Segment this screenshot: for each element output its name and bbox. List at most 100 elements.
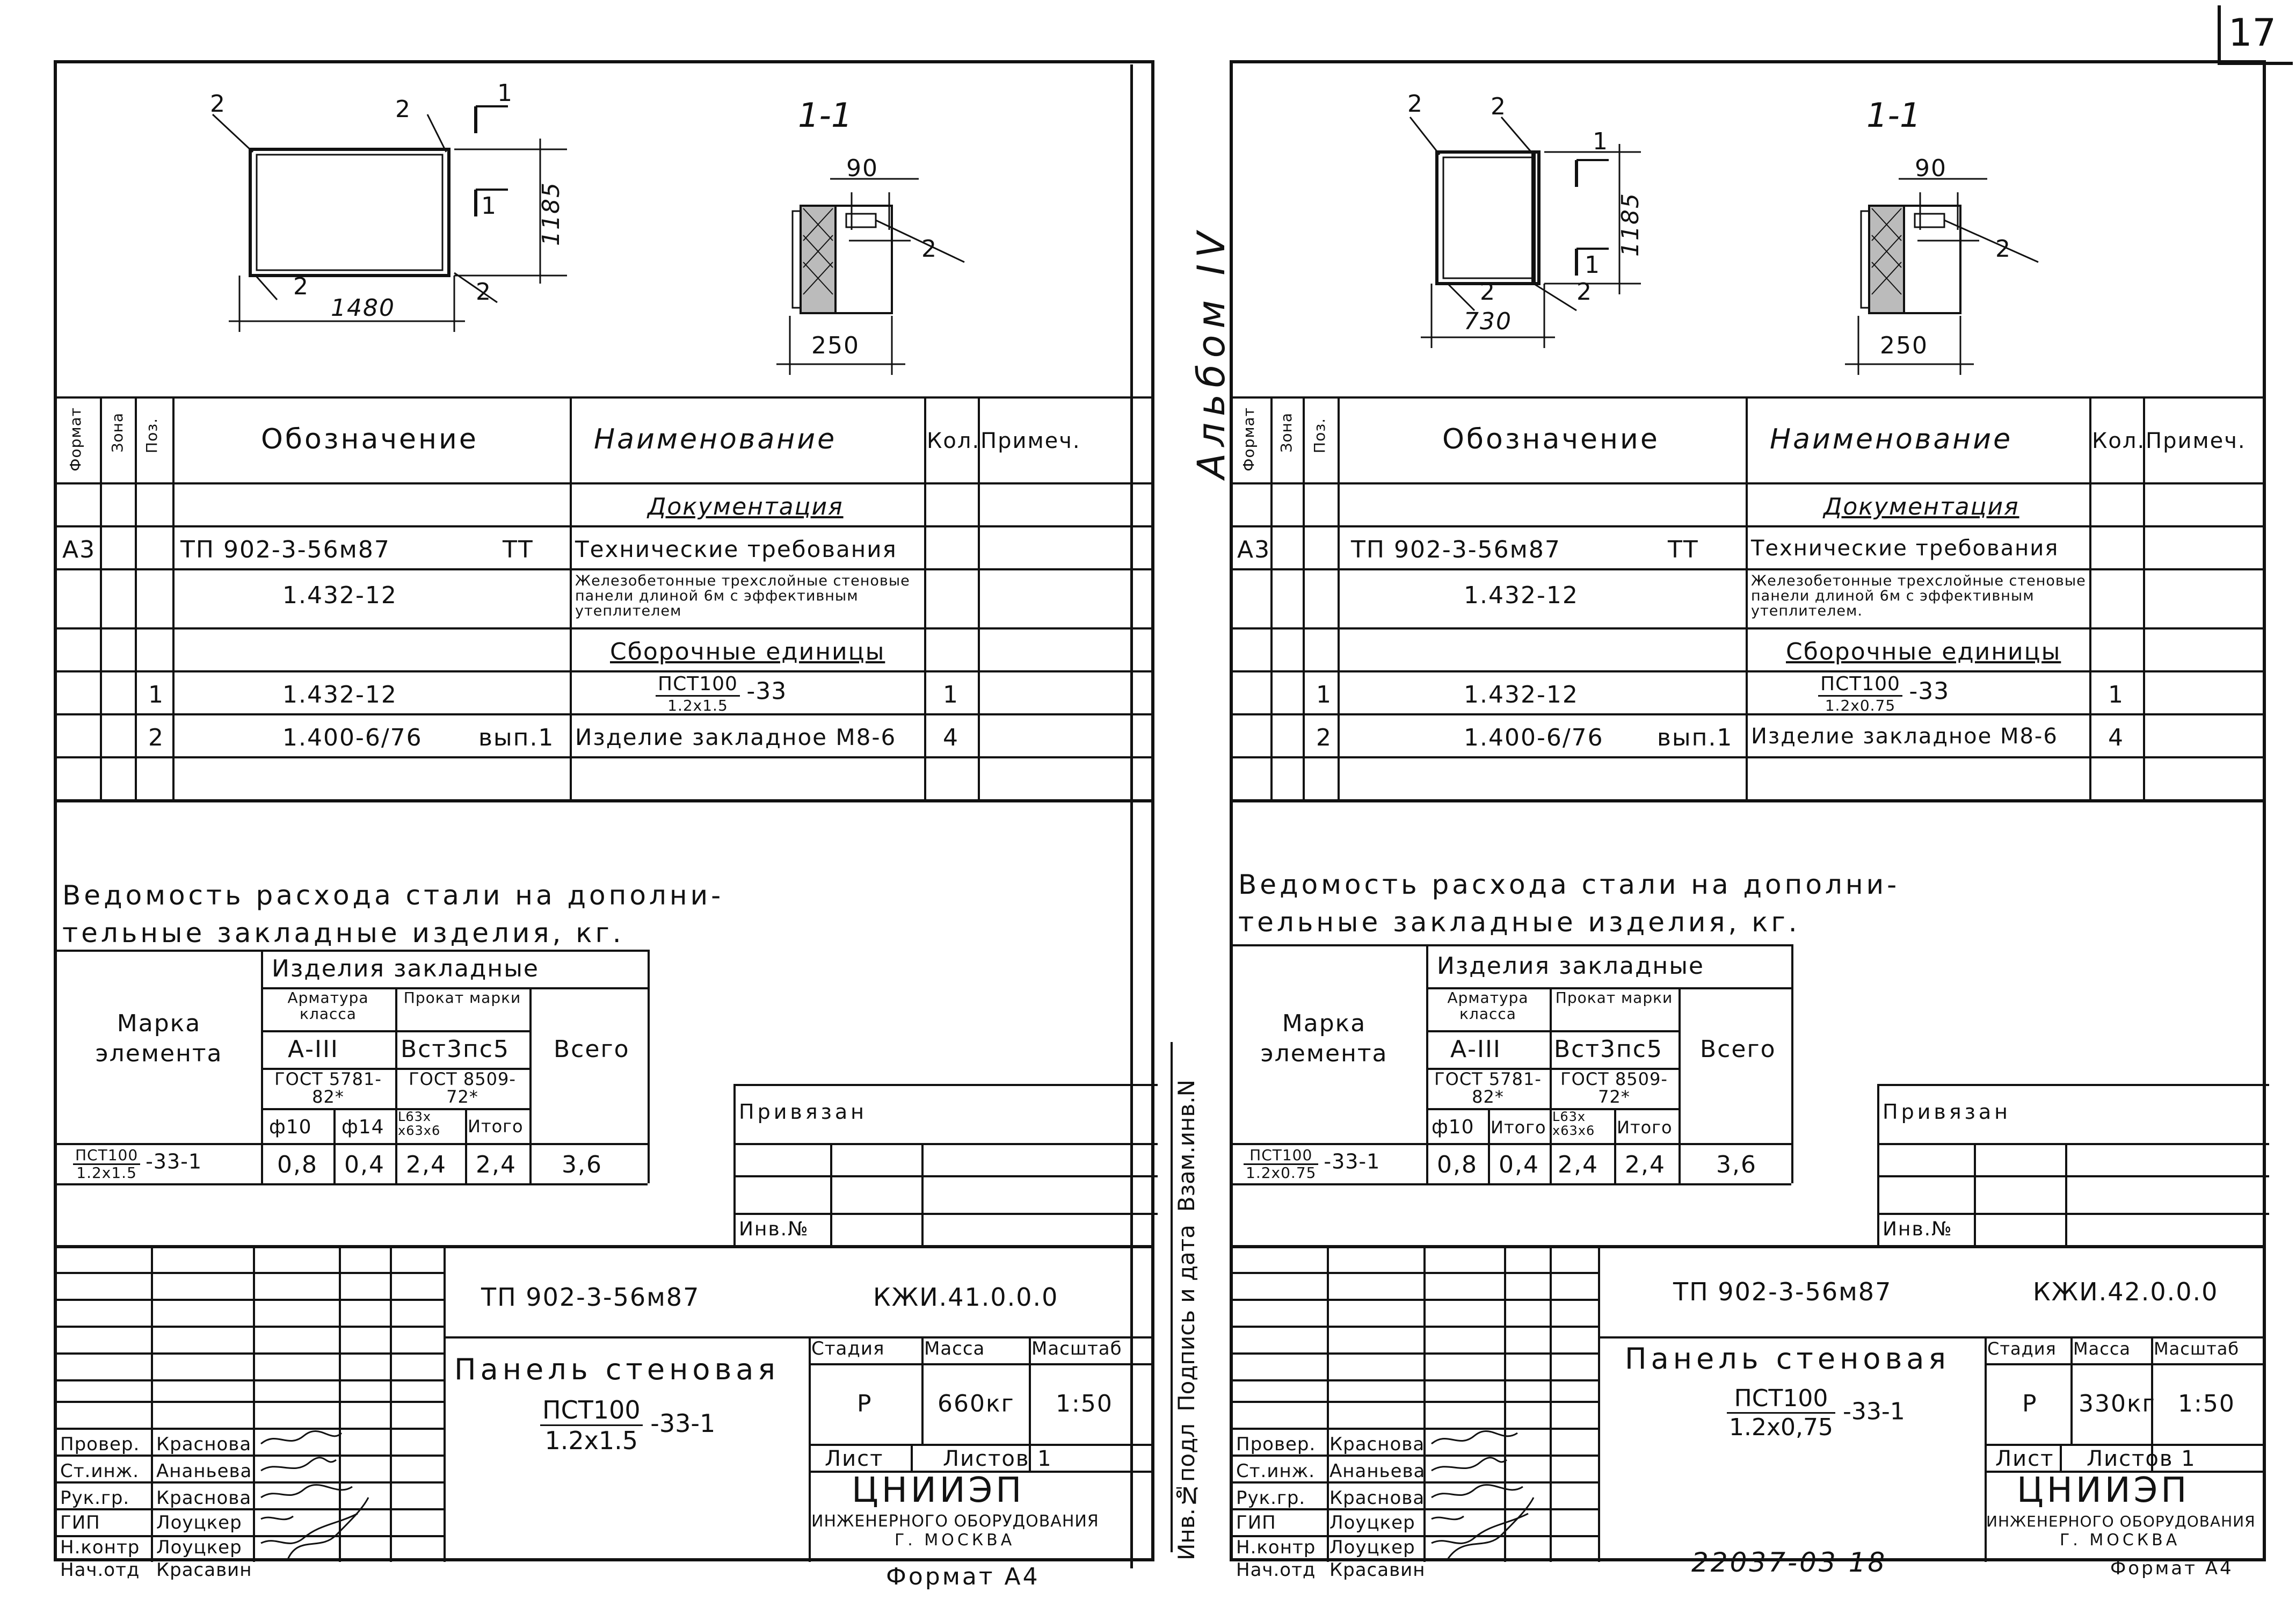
staff-rule: [57, 1299, 444, 1301]
priv-rule: [733, 1213, 1158, 1215]
fraction-suffix: -33: [746, 677, 787, 705]
steel-title: Ведомость расхода стали на дополни-: [1238, 869, 1900, 900]
spec-row-oboz: 1.400-6/76: [1464, 724, 1604, 751]
steel-col: [1488, 1108, 1490, 1183]
fraction-suffix: -33: [1909, 677, 1950, 705]
steel-title: тельные закладные изделия, кг.: [62, 917, 624, 949]
staff-role: Провер.: [60, 1434, 140, 1455]
spec-row-naim: Железобетонные трехслойные стеновые пане…: [575, 573, 910, 619]
staff-name: Лоуцкер: [1329, 1537, 1415, 1558]
fraction-numerator: ПСТ100: [656, 673, 740, 697]
spec-header-zona: Зона: [108, 413, 126, 453]
priv-col: [921, 1143, 924, 1245]
fraction-denominator: 1.2x0.75: [1246, 1164, 1317, 1182]
spec-header-poz: Поз.: [143, 418, 161, 453]
org-name: ЦНИИЭП: [2017, 1471, 2190, 1510]
staff-rule: [1233, 1299, 1598, 1301]
steel-rule: [1426, 1108, 1679, 1110]
spec-rule: [1233, 396, 2266, 399]
privyazan-label: Привязан: [739, 1100, 867, 1124]
title-designation: ТП 902-3-56м87: [1673, 1277, 1892, 1306]
pos-label: 2: [1480, 278, 1496, 306]
stage-value: Р: [857, 1390, 873, 1417]
spec-header-primech: Примеч.: [980, 429, 1081, 453]
steel-col: [261, 950, 263, 1183]
priv-rule: [733, 1143, 1158, 1145]
section-callout: 1: [1585, 251, 1601, 279]
fraction-numerator: ПСТ100: [73, 1147, 141, 1165]
dim-250: 250: [811, 332, 860, 359]
format-label: Формат А4: [2110, 1558, 2234, 1579]
spec-header-kol: Кол.: [927, 429, 980, 453]
section-callout: 1: [481, 192, 497, 220]
spec-header-oboznachenie: Обозначение: [261, 423, 478, 455]
stage-header: Масса: [924, 1338, 985, 1359]
spec-row-kol: 1: [943, 681, 959, 708]
steel-col: [1426, 944, 1428, 1183]
title-col: [339, 1245, 341, 1562]
spec-rule: [57, 482, 1154, 484]
steel-header-vsego: Всего: [1700, 1036, 1776, 1063]
priv-col: [733, 1084, 736, 1245]
spec-col: [570, 396, 572, 799]
steel-title: тельные закладные изделия, кг.: [1238, 907, 1800, 938]
spec-rule: [57, 799, 1154, 802]
priv-rule: [733, 1175, 1158, 1177]
signatures: [260, 1430, 369, 1560]
side-strip-line: [1171, 1042, 1173, 1552]
steel-col-label: ф14: [342, 1116, 384, 1138]
dim-90: 90: [1915, 155, 1947, 182]
spec-rule: [1233, 799, 2266, 802]
archive-number: 22037-03 18: [1691, 1547, 1887, 1578]
width-dimension: 730: [1464, 308, 1512, 335]
panel-elevation-drawing: [212, 105, 965, 375]
steel-col: [395, 987, 397, 1183]
center-divider: [1130, 64, 1133, 1568]
spec-col: [924, 396, 926, 799]
steel-value: 0,8: [1437, 1151, 1478, 1178]
spec-col: [1270, 396, 1273, 799]
fraction-numerator: ПСТ100: [1244, 1147, 1319, 1165]
title-col: [444, 1245, 446, 1562]
staff-rule: [1233, 1455, 1598, 1457]
staff-role: Рук.гр.: [1236, 1487, 1306, 1509]
steel-col-label: L63x x63x6: [1552, 1109, 1595, 1138]
staff-name: Красавин: [1329, 1559, 1426, 1581]
title-rule: [809, 1444, 1154, 1446]
title-col: [1504, 1245, 1506, 1562]
stage-header: Стадия: [1987, 1338, 2057, 1359]
pos-label: 2: [1576, 278, 1593, 306]
panel-name: Панель стеновая: [454, 1352, 780, 1386]
steel-header-vsego: Всего: [554, 1036, 630, 1063]
staff-rule: [57, 1326, 444, 1328]
section-callout: 1: [497, 79, 513, 107]
title-col: [1985, 1336, 1987, 1562]
spec-col: [172, 396, 175, 799]
steel-col: [1791, 944, 1793, 1183]
spec-row-naim: Изделие закладное М8-6: [575, 724, 897, 750]
spec-header-kol: Кол.: [2092, 429, 2146, 453]
steel-rule: [1233, 1143, 1791, 1145]
spec-row-oboz: 1.432-12: [282, 582, 397, 609]
steel-header-gost2: ГОСТ 8509-72*: [409, 1069, 516, 1107]
pos-label: 2: [476, 278, 492, 306]
org-city: г. Москва: [895, 1531, 1015, 1550]
staff-role: Провер.: [1236, 1434, 1316, 1455]
org-name: ЦНИИЭП: [852, 1471, 1025, 1510]
fraction-suffix: -33-1: [650, 1409, 716, 1438]
title-col: [2060, 1444, 2062, 1471]
title-col: [151, 1245, 153, 1562]
staff-name: Краснова: [156, 1487, 252, 1509]
spec-row-oboz: 1.432-12: [1464, 681, 1579, 708]
fraction-denominator: 1.2x0.75: [1825, 697, 1896, 714]
inv-no-label: Инв.№: [1883, 1218, 1953, 1240]
title-rule: [1985, 1363, 2266, 1365]
spec-col: [978, 396, 980, 799]
fraction-denominator: 1.2x1.5: [76, 1164, 137, 1182]
spec-header-zona: Зона: [1277, 413, 1295, 453]
steel-header-izdeliya: Изделия закладные: [272, 955, 539, 982]
title-rule: [1598, 1336, 2266, 1338]
